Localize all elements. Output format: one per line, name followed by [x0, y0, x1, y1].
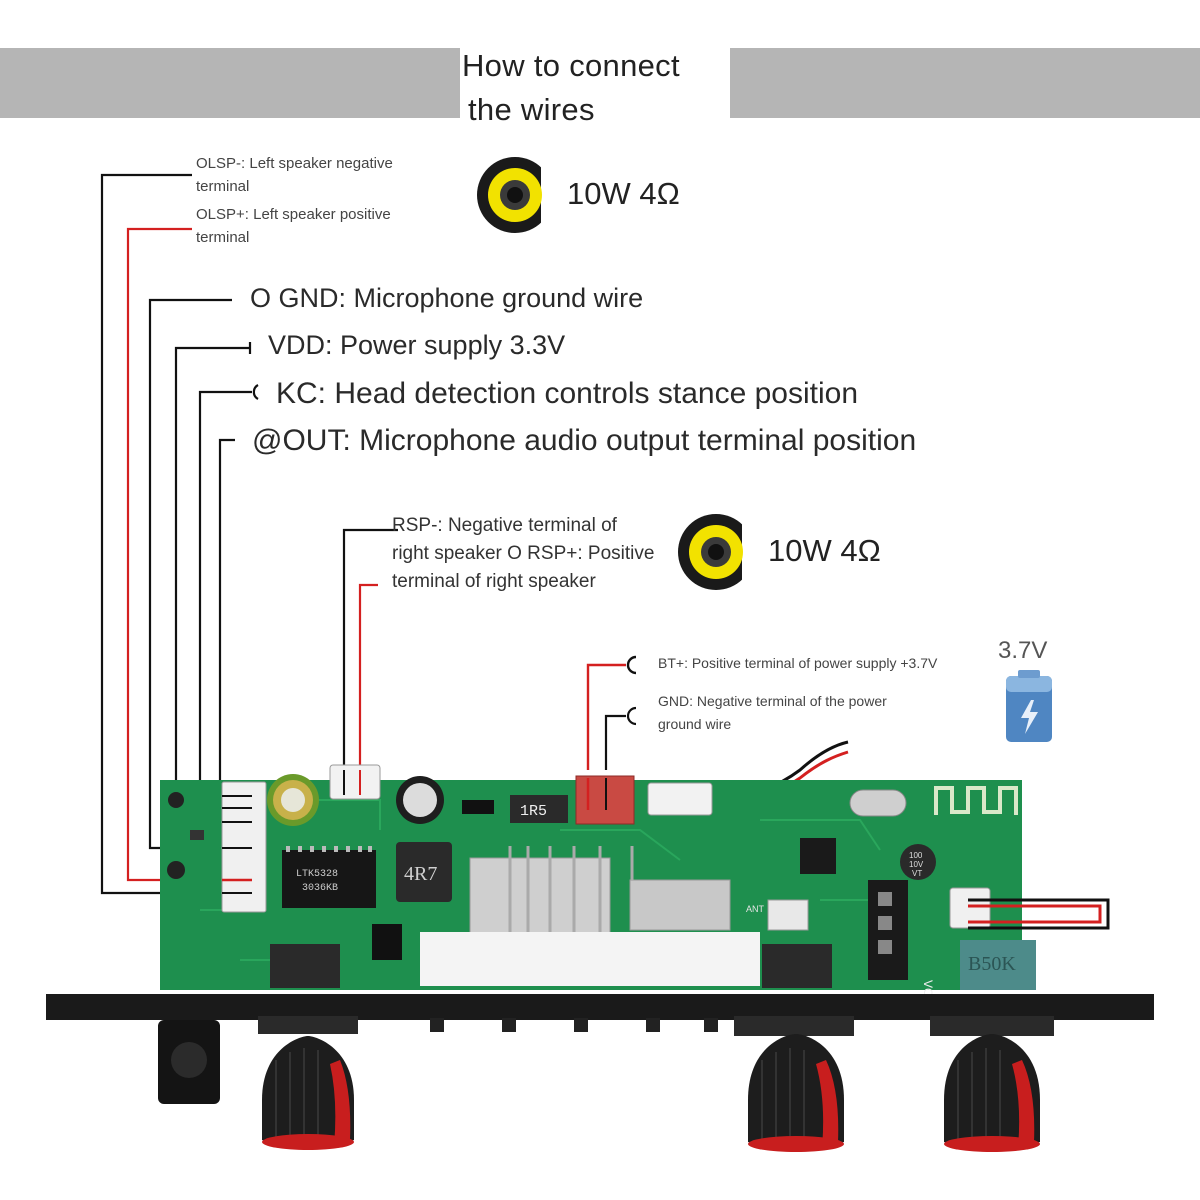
- battery-icon: [1006, 670, 1052, 742]
- label-bt-plus: BT+: Positive terminal of power supply +…: [658, 655, 938, 671]
- label-gnd: O GND: Microphone ground wire: [250, 283, 644, 313]
- speaker-icon: [678, 514, 758, 590]
- label-gnd-power: GND: Negative terminal of the power grou…: [658, 690, 887, 736]
- knob-right: [930, 1016, 1054, 1152]
- potentiometer: [960, 940, 1036, 990]
- cap-code-2: 10V: [909, 860, 924, 869]
- wire-gnd-power: [604, 706, 637, 770]
- battery-voltage: 3.7V: [998, 637, 1048, 664]
- label-olsp-plus: OLSP+: Left speaker positive terminal: [196, 203, 391, 249]
- inductor-code: 4R7: [404, 863, 437, 885]
- pot-code: B50K: [968, 953, 1016, 975]
- chip-code-1: LTK5328: [296, 869, 338, 880]
- cap-code-3: VT: [912, 869, 922, 878]
- wire-olsp-minus: [100, 173, 192, 895]
- title-line-2: the wires: [468, 92, 595, 127]
- resistor: [510, 795, 568, 823]
- right-speaker-rating: 10W 4Ω: [768, 533, 881, 568]
- olsp-minus-line-1: OLSP-: Left speaker negative: [196, 155, 393, 172]
- wire-out: [218, 438, 250, 798]
- cap-code-1: 100: [909, 851, 923, 860]
- label-olsp-minus: OLSP-: Left speaker negative terminal: [196, 152, 393, 198]
- header-bar-right: [730, 48, 1200, 118]
- label-vdd: VDD: Power supply 3.3V: [268, 330, 566, 360]
- wire-vdd: [174, 342, 252, 824]
- sd-card-slot: [469, 857, 611, 937]
- antenna-label: ANT: [746, 904, 765, 914]
- header-bar-left: [0, 48, 460, 118]
- resistor-code: 1R5: [520, 803, 547, 820]
- front-panel: [46, 994, 1154, 1152]
- title-line-1: How to connect: [462, 48, 680, 83]
- left-speaker-rating: 10W 4Ω: [567, 176, 680, 211]
- knob-left: [258, 1016, 358, 1150]
- wire-kc: [198, 384, 259, 810]
- wire-bt-plus: [586, 655, 637, 770]
- label-out: @OUT: Microphone audio output terminal p…: [252, 424, 917, 457]
- rsp-line-3: terminal of right speaker: [392, 571, 596, 592]
- speaker-icon: [477, 157, 557, 233]
- olsp-minus-line-2: terminal: [196, 178, 250, 195]
- olsp-plus-line-2: terminal: [196, 229, 250, 246]
- wire-rsp-plus: [358, 583, 378, 770]
- label-kc: KC: Head detection controls stance posit…: [276, 377, 858, 410]
- chip-code-2: 3036KB: [302, 883, 338, 894]
- wire-olsp-plus: [126, 227, 192, 882]
- gnd-power-line-1: GND: Negative terminal of the power: [658, 693, 887, 709]
- bluetooth-antenna-icon: [934, 786, 1018, 815]
- label-rsp: RSP-: Negative terminal of right speaker…: [392, 512, 654, 596]
- inductor: [396, 842, 452, 902]
- gnd-power-line-2: ground wire: [658, 716, 732, 732]
- pcb-board: 1R5 LTK5328 3036KB 4R7: [160, 764, 1110, 1004]
- amplifier-chip: [282, 850, 376, 908]
- right-speaker-connector: [329, 764, 381, 800]
- olsp-plus-line-1: OLSP+: Left speaker positive: [196, 206, 391, 223]
- knob-middle: [734, 1016, 854, 1152]
- rsp-line-1: RSP-: Negative terminal of: [392, 515, 617, 536]
- capacitor-green: [267, 774, 319, 826]
- rsp-line-2: right speaker O RSP+: Positive: [392, 543, 655, 564]
- wire-rsp-minus: [342, 528, 398, 770]
- page-title: How to connect the wires: [462, 44, 726, 132]
- capacitor-black: [396, 776, 444, 824]
